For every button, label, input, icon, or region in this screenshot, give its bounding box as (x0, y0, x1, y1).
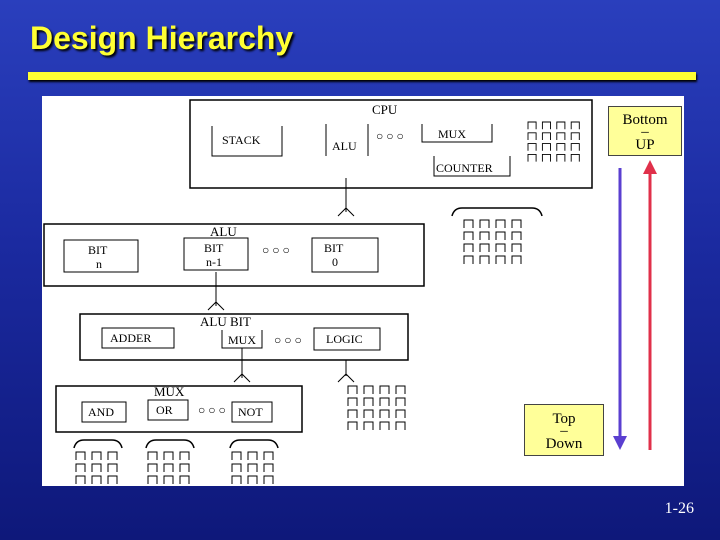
mux-and-label: AND (88, 405, 114, 419)
alu-bit-0-index: 0 (332, 255, 338, 269)
alu-bit-0-label: BIT (324, 241, 344, 255)
mux-not-label: NOT (238, 405, 263, 419)
connector-cpu-alu (337, 178, 355, 217)
top-down-arrow (613, 168, 627, 450)
logic-chip-grid (348, 386, 405, 430)
cpu-brace (451, 207, 543, 264)
alu-title: ALU (210, 224, 237, 239)
alu-bit-block: ALU BIT ADDER MUX ○ ○ ○ LOGIC (79, 313, 409, 361)
connector-alu-alubit (207, 272, 225, 311)
cpu-stack-label: STACK (222, 133, 261, 147)
alu-bit-n1-index: n-1 (206, 255, 222, 269)
cpu-dots: ○ ○ ○ (376, 129, 404, 143)
mux-or-label: OR (156, 403, 173, 417)
diagram-canvas: CPU STACK ALU ○ ○ ○ MUX COUNTER ALU BIT (43, 99, 657, 486)
alu-bit-n-label: BIT (88, 243, 108, 257)
cpu-mux-label: MUX (438, 127, 466, 141)
alu-bit-title: ALU BIT (200, 314, 251, 329)
connector-alubit-mux (233, 348, 251, 383)
top-down-dash: – (560, 423, 568, 439)
slide-title: Design Hierarchy (30, 20, 294, 56)
bottom-up-line2: UP (635, 137, 655, 153)
not-leaf (229, 439, 279, 484)
bottom-up-line1: Bottom (622, 112, 668, 128)
bottom-up-arrow (643, 160, 657, 450)
cpu-chip-grid (528, 122, 579, 162)
top-down-note: Top – Down (524, 404, 604, 456)
cpu-alu-label: ALU (332, 139, 357, 153)
page-number: 1-26 (664, 500, 694, 517)
top-down-line1: Top (552, 411, 576, 427)
top-down-line2: Down (545, 436, 583, 452)
mux-title: MUX (154, 384, 185, 399)
alu-bit-logic-label: LOGIC (326, 332, 363, 346)
bottom-up-note: Bottom – UP (608, 106, 682, 156)
bottom-up-dash: – (641, 124, 649, 140)
alu-bit-n-index: n (96, 257, 102, 271)
or-leaf (145, 439, 195, 484)
alu-bit-dots: ○ ○ ○ (274, 333, 302, 347)
alu-block: ALU BIT n BIT n-1 ○ ○ ○ BIT 0 (43, 223, 425, 287)
and-leaf (73, 439, 123, 484)
cpu-block: CPU STACK ALU ○ ○ ○ MUX COUNTER (189, 99, 593, 189)
cpu-title: CPU (372, 102, 398, 117)
alu-bit-mux-label: MUX (228, 333, 256, 347)
alu-bit-adder-label: ADDER (110, 331, 151, 345)
mux-block: MUX AND OR ○ ○ ○ NOT (55, 384, 303, 433)
title-underline (28, 72, 696, 80)
alu-right-chip-grid (464, 220, 521, 264)
mux-dots: ○ ○ ○ (198, 403, 226, 417)
alu-dots: ○ ○ ○ (262, 243, 290, 257)
logic-brace (337, 360, 405, 430)
cpu-counter-label: COUNTER (436, 161, 493, 175)
alu-bit-n1-label: BIT (204, 241, 224, 255)
hierarchy-diagram: CPU STACK ALU ○ ○ ○ MUX COUNTER ALU BIT (42, 96, 684, 486)
